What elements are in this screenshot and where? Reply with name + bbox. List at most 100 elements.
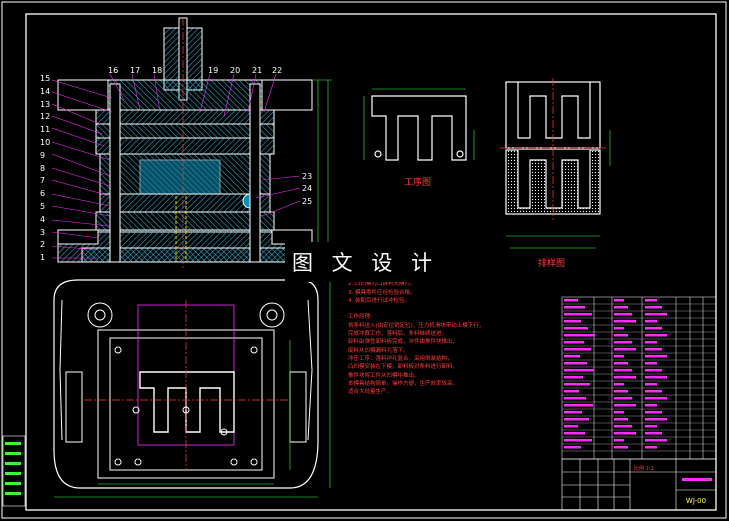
process-view [371, 95, 467, 161]
bom-entry-mark [564, 376, 583, 379]
bom-entry-mark [564, 362, 587, 365]
bom-entry-mark [614, 348, 636, 351]
part-number-label: 10 [40, 138, 51, 147]
part-number-label: 24 [302, 184, 313, 193]
process-view-caption: 工序图 [404, 178, 432, 188]
bom-table-grid [561, 296, 717, 460]
bom-entry-mark [645, 299, 657, 302]
requirement-line [348, 305, 558, 313]
bom-entry-mark [645, 355, 667, 358]
bom-entry-mark [645, 362, 657, 365]
bom-entry-mark [614, 376, 636, 379]
overlay-title: 图 文 设 计 [285, 242, 445, 282]
bom-entry-mark [614, 432, 636, 435]
part-number-label: 15 [40, 74, 51, 83]
part-number-label: 21 [252, 66, 263, 75]
bom-row-lines [562, 303, 716, 452]
bom-entry-mark [645, 327, 662, 330]
requirement-line: 2. 凸凹模刃口锋利无崩刃。 [348, 281, 416, 288]
bom-entry-mark [645, 425, 657, 428]
bom-entry-mark [645, 376, 667, 379]
bom-entry-mark [645, 418, 667, 421]
bom-entry-mark [614, 355, 624, 358]
part-number-label: 2 [40, 240, 46, 250]
bom-entry-mark [614, 299, 624, 302]
part-number-label: 3 [40, 227, 46, 237]
part-number-label: 1 [40, 253, 46, 263]
plan-dimensions [54, 280, 331, 498]
bom-entry-mark [645, 446, 657, 449]
bom-entry-mark [645, 404, 657, 407]
part-number-label: 9 [40, 150, 46, 160]
part-number-label: 19 [208, 66, 219, 75]
part-number-label: 13 [40, 99, 51, 109]
bom-entry-mark [645, 341, 657, 344]
bom-entry-mark [614, 439, 624, 442]
title-block [561, 458, 717, 511]
strip-dimensions [506, 130, 611, 249]
bom-entry-mark [564, 320, 581, 323]
part-number-label: 17 [130, 66, 141, 75]
bom-entry-mark [614, 362, 628, 365]
bom-entry-mark [645, 334, 667, 337]
part-number-label: 8 [40, 163, 46, 173]
process-dimensions [363, 88, 475, 160]
part-number-label: 22 [272, 66, 283, 75]
bom-entry-mark [564, 397, 586, 400]
bom-entry-mark [564, 390, 579, 393]
bom-entry-mark [645, 411, 662, 414]
bom-entry-mark [564, 313, 592, 316]
bom-entry-mark [614, 404, 636, 407]
bom-entry-mark [564, 334, 595, 337]
bom-entry-mark [614, 383, 624, 386]
bom-entry-mark [614, 390, 628, 393]
requirement-line: 推件块将工件从凹模中推出。 [348, 372, 420, 379]
part-number-label: 20 [230, 66, 241, 75]
part-number-label: 23 [302, 172, 313, 181]
requirement-line: 废料从凹模漏料孔落下。 [348, 347, 409, 354]
bom-entry-mark [614, 411, 624, 414]
bom-entry-mark [645, 320, 657, 323]
part-number-label: 14 [40, 86, 51, 96]
bom-entry-mark [564, 425, 578, 428]
bom-entry-mark [564, 341, 584, 344]
part-number-label: 6 [40, 189, 46, 199]
bom-entry-mark [645, 439, 667, 442]
bom-entry-mark [564, 432, 585, 435]
requirement-line: 将条料送入(由定位销定位)，压力机滑块带动上模下行， [348, 322, 485, 329]
bom-entry-mark [614, 313, 632, 316]
bom-entry-mark [645, 383, 657, 386]
revision-block [2, 435, 26, 507]
part-number-label: 11 [40, 125, 51, 135]
bom-entry-mark [645, 397, 667, 400]
bom-entry-mark [564, 446, 581, 449]
requirement-line: 冲压工序：落料冲孔复合，采用倒装结构， [348, 355, 453, 362]
bom-entry-mark [645, 390, 662, 393]
requirement-line: 凸凹模安装在下模，卸料板对条料进行卸料， [348, 364, 459, 371]
part-number-label: 5 [40, 202, 46, 211]
bom-entry-mark [614, 327, 624, 330]
bom-entry-mark [614, 446, 628, 449]
scale-label: 比例 1:1 [634, 466, 654, 472]
section-dimensions [312, 79, 332, 263]
bom-entry-mark [645, 432, 662, 435]
requirement-line: 工作原理: [348, 314, 372, 321]
inner-border [25, 13, 717, 511]
part-number-label: 16 [108, 66, 119, 75]
requirement-line: 适合大批量生产。 [348, 389, 393, 396]
bom-entry-mark [614, 369, 632, 372]
part-number-label: 7 [40, 176, 46, 186]
bom-entry-mark [564, 299, 578, 302]
requirement-line: 3. 模具零件应经检验合格。 [348, 289, 416, 296]
requirement-line: 4. 装配后进行试冲检验。 [348, 297, 410, 304]
section-view [57, 17, 313, 268]
bom-entry-mark [614, 425, 632, 428]
bom-entry-mark [645, 313, 667, 316]
bom-entry-mark [614, 320, 636, 323]
bom-row-entries [564, 299, 667, 449]
bom-entry-mark [564, 418, 589, 421]
bom-entry-mark [614, 341, 632, 344]
bom-entry-mark [614, 397, 632, 400]
